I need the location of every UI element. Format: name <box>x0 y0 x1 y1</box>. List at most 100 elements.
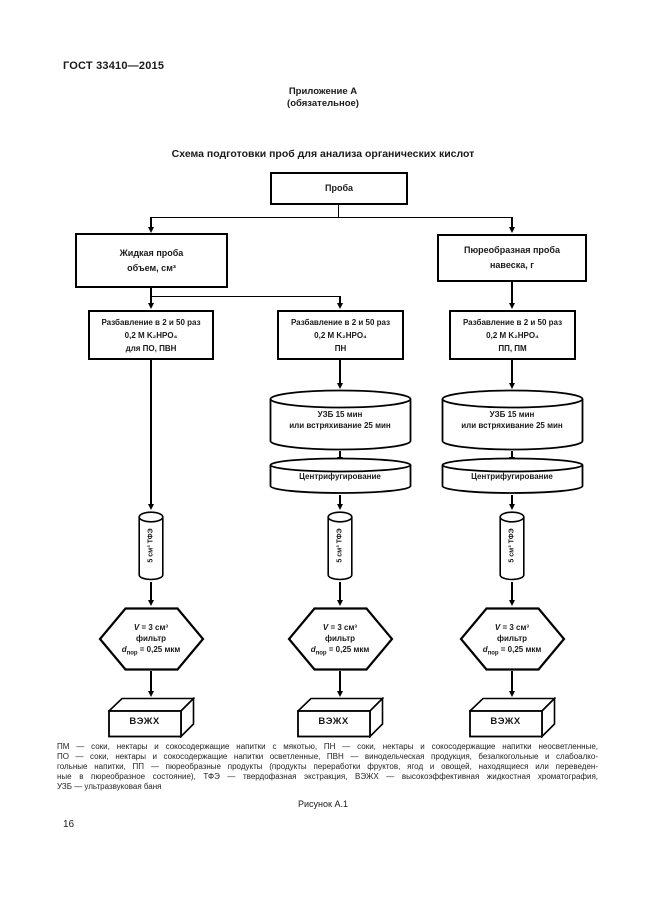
cylinder-shape <box>499 511 525 581</box>
hplc-label: ВЭЖХ <box>129 716 160 727</box>
appendix-heading: Приложение А <box>288 86 358 97</box>
uzb-line2: или встряхивание 25 мин <box>289 421 391 430</box>
hplc-box: ВЭЖХ <box>295 696 384 739</box>
spe-cartridge-cylinder: 5 см³ ТФЭ <box>327 511 353 582</box>
uzb-line1: УЗБ 15 мин <box>317 410 363 419</box>
spe-cartridge-label: 5 см³ ТФЭ <box>508 528 516 563</box>
d-value: = 0,25 мкм <box>326 645 370 654</box>
connector-line <box>339 295 341 304</box>
filter-label: V = 3 см³ фильтр dпор = 0,25 мкм <box>459 622 566 660</box>
arrowhead-down-icon <box>147 691 154 697</box>
arrowhead-down-icon <box>336 303 343 309</box>
connector-line <box>511 671 513 692</box>
connector-line <box>339 451 341 458</box>
sample-box-label: Проба <box>324 183 354 193</box>
arrowhead-down-icon <box>336 600 343 606</box>
cylinder-shape <box>269 389 411 451</box>
footnote-line: гольные напитки, ПП — пюреобразные проду… <box>57 762 598 771</box>
connector-line <box>511 582 513 601</box>
hplc-label: ВЭЖХ <box>318 716 349 727</box>
filter-volume: V = 3 см³ <box>133 623 169 632</box>
dilution-line2: 0,2 М K₂HPO₄ <box>314 330 367 340</box>
connector-line <box>150 288 152 297</box>
dilution-line2: 0,2 М K₂HPO₄ <box>486 330 539 340</box>
ultrasonic-bath-cylinder: УЗБ 15 мин или встряхивание 25 мин <box>441 389 584 451</box>
connector-line <box>339 360 341 383</box>
filter-word: фильтр <box>324 634 356 643</box>
filter-hexagon: V = 3 см³ фильтр dпор = 0,25 мкм <box>98 607 205 671</box>
ultrasonic-bath-label: УЗБ 15 мин или встряхивание 25 мин <box>441 409 584 431</box>
d-subscript: пор <box>126 650 138 657</box>
dilution-line2: 0,2 М K₂HPO₄ <box>124 330 178 340</box>
puree-sample-line1: Пюреобразная проба <box>464 245 560 255</box>
connector-line <box>511 451 513 458</box>
liquid-sample-box: Жидкая проба объем, см³ <box>75 233 228 288</box>
connector-line <box>150 216 513 218</box>
filter-hexagon: V = 3 см³ фильтр dпор = 0,25 мкм <box>459 607 566 671</box>
figure-caption: Рисунок А.1 <box>298 799 348 809</box>
arrowhead-down-icon <box>508 227 515 233</box>
hexagon-shape <box>459 607 565 671</box>
footnote-line: ПО — соки, нектары и сокосодержащие напи… <box>57 752 598 761</box>
spe-cartridge-cylinder: 5 см³ ТФЭ <box>499 511 525 582</box>
arrowhead-down-icon <box>147 504 154 510</box>
connector-line <box>150 295 341 297</box>
filter-label: V = 3 см³ фильтр dпор = 0,25 мкм <box>98 622 205 660</box>
puree-sample-line2: навеска, г <box>489 260 534 270</box>
filter-pore: dпор = 0,25 мкм <box>98 644 205 660</box>
centrifugation-label: Центрифугирование <box>299 472 381 481</box>
arrowhead-down-icon <box>336 691 343 697</box>
d-subscript: пор <box>487 650 499 657</box>
dilution-left-box: Разбавление в 2 и 50 раз 0,2 М K₂HPO₄ дл… <box>88 310 214 360</box>
page-number: 16 <box>63 819 75 830</box>
appendix-subheading: (обязательное) <box>287 98 359 109</box>
hplc-box: ВЭЖХ <box>467 696 556 739</box>
filter-volume: V = 3 см³ <box>322 623 358 632</box>
connector-line <box>150 671 152 692</box>
spe-cartridge-label: 5 см³ ТФЭ <box>336 528 344 563</box>
dilution-right-target: ПП, ПМ <box>498 343 527 353</box>
d-symbol: d <box>482 645 488 654</box>
hexagon-shape <box>98 607 204 671</box>
arrowhead-down-icon <box>508 600 515 606</box>
connector-line <box>150 295 152 304</box>
filter-hexagon: V = 3 см³ фильтр dпор = 0,25 мкм <box>287 607 394 671</box>
dilution-mid-target: ПН <box>334 343 347 353</box>
standard-number: ГОСТ 33410—2015 <box>63 60 165 72</box>
box3d-shape <box>106 696 195 739</box>
dilution-line1: Разбавление в 2 и 50 раз <box>462 317 563 327</box>
dilution-right-box: Разбавление в 2 и 50 раз 0,2 М K₂HPO₄ ПП… <box>449 310 576 360</box>
d-value: = 0,25 мкм <box>137 645 181 654</box>
arrowhead-down-icon <box>508 691 515 697</box>
arrowhead-down-icon <box>336 504 343 510</box>
connector-line <box>511 282 513 303</box>
d-symbol: d <box>310 645 316 654</box>
uzb-line1: УЗБ 15 мин <box>489 410 535 419</box>
centrifugation-cylinder: Центрифугирование <box>269 457 412 495</box>
spe-cartridge-cylinder: 5 см³ ТФЭ <box>138 511 164 582</box>
connector-line <box>339 671 341 692</box>
filter-volume: V = 3 см³ <box>494 623 530 632</box>
connector-line <box>337 205 340 217</box>
d-symbol: d <box>121 645 127 654</box>
connector-line <box>339 495 341 505</box>
cylinder-shape <box>138 511 164 581</box>
cylinder-shape <box>269 457 411 494</box>
centrifugation-label: Центрифугирование <box>471 472 553 481</box>
footnote-line: УЗБ — ультразвуковая баня <box>57 782 162 791</box>
connector-line <box>150 216 152 228</box>
arrowhead-down-icon <box>147 227 154 233</box>
arrowhead-down-icon <box>147 600 154 606</box>
hexagon-shape <box>287 607 393 671</box>
connector-line <box>339 582 341 601</box>
puree-sample-box: Пюреобразная проба навеска, г <box>437 234 587 282</box>
ultrasonic-bath-cylinder: УЗБ 15 мин или встряхивание 25 мин <box>269 389 412 451</box>
arrowhead-down-icon <box>336 383 343 389</box>
diagram-title: Схема подготовки проб для анализа органи… <box>171 148 475 160</box>
ultrasonic-bath-label: УЗБ 15 мин или встряхивание 25 мин <box>269 409 412 431</box>
liquid-sample-line2: объем, см³ <box>127 262 176 273</box>
spe-cartridge-label: 5 см³ ТФЭ <box>147 528 155 563</box>
uzb-line2: или встряхивание 25 мин <box>461 421 563 430</box>
connector-line <box>511 360 513 383</box>
